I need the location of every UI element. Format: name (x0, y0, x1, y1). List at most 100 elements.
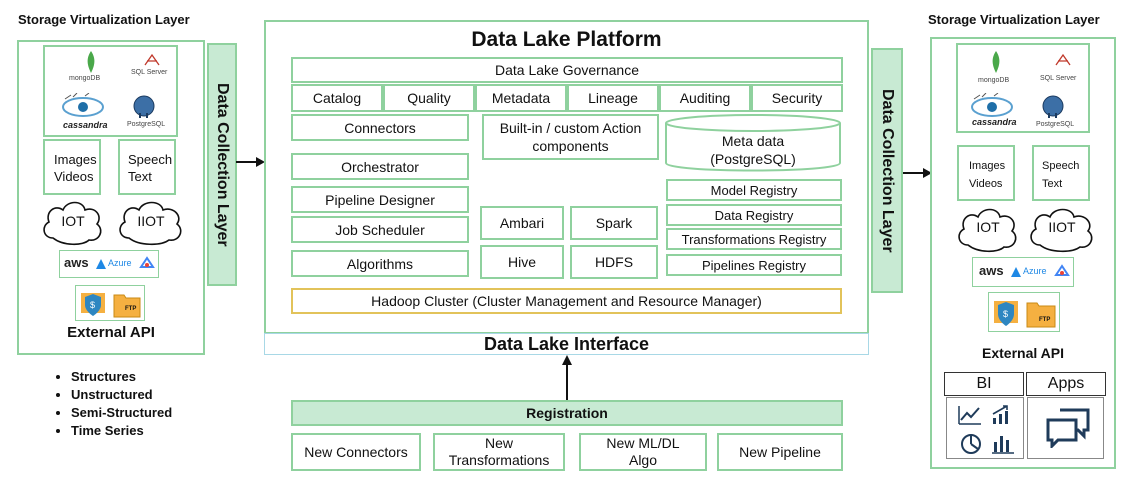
postgres-elephant-icon (1042, 95, 1064, 118)
left-storage-panel: mongoDB SQL Server cassandra PostgreSQL … (17, 40, 205, 355)
bi-icons-box (946, 397, 1024, 459)
mongodb-label: mongoDB (978, 77, 1010, 84)
right-storage-title: Storage Virtualization Layer (928, 12, 1100, 27)
mongodb-label: mongoDB (69, 75, 101, 82)
apps-icons-box (1027, 397, 1104, 459)
left-iot-label: IOT (61, 213, 85, 229)
data-types-list: Structures Unstructured Semi-Structured … (55, 368, 172, 440)
governance-items: Catalog Quality Metadata Lineage Auditin… (291, 84, 843, 112)
hadoop-cluster-box: Hadoop Cluster (Cluster Management and R… (291, 288, 842, 314)
new-ml-dl-algo-box: New ML/DL Algo (579, 433, 707, 471)
right-speech-text-box: Speech Text (1032, 145, 1090, 201)
azure-icon (1011, 267, 1021, 277)
left-ftp-box: $ FTP (75, 285, 145, 321)
right-iiot-label: IIOT (1048, 219, 1076, 235)
orchestrator-box: Orchestrator (291, 153, 469, 180)
right-iiot-cloud-icon (1030, 208, 1093, 253)
ambari-box: Ambari (480, 206, 564, 240)
pipeline-designer-box: Pipeline Designer (291, 186, 469, 213)
gov-metadata: Metadata (475, 84, 567, 112)
right-ftp-box: $ FTP (988, 292, 1060, 332)
hive-box: Hive (480, 245, 564, 279)
sqlserver-icon (1055, 53, 1071, 66)
trend-up-icon (992, 405, 1008, 424)
data-type-item: Unstructured (71, 386, 172, 404)
azure-icon (96, 259, 106, 269)
gcp-icon (1054, 264, 1070, 276)
aws-logo: aws (64, 255, 89, 270)
data-lake-interface: Data Lake Interface (264, 333, 869, 355)
sqlserver-label: SQL Server (1040, 75, 1077, 82)
ftp-shield-icon: $ (994, 301, 1018, 326)
right-storage-panel: mongoDB SQL Server cassandra PostgreSQL … (930, 37, 1116, 469)
model-registry-box: Model Registry (666, 179, 842, 201)
metadata-database-icon (665, 114, 841, 172)
sqlserver-label: SQL Server (131, 69, 168, 76)
data-type-item: Structures (71, 368, 172, 386)
postgres-elephant-icon (133, 95, 155, 118)
left-db-logos: mongoDB SQL Server cassandra PostgreSQL (43, 45, 178, 137)
sqlserver-icon (144, 53, 160, 66)
hdfs-box: HDFS (570, 245, 658, 279)
cassandra-eye-icon (62, 93, 104, 117)
gcp-icon (139, 256, 155, 268)
right-images-videos-box: Images Videos (957, 145, 1015, 201)
azure-logo: Azure (108, 258, 132, 268)
platform-title: Data Lake Platform (471, 28, 662, 51)
right-external-api: External API (982, 345, 1064, 361)
cassandra-label: cassandra (972, 117, 1017, 127)
right-iot-label: IOT (976, 219, 1000, 235)
aws-logo: aws (979, 263, 1004, 278)
registration-bar: Registration (291, 400, 843, 426)
left-cloud-providers: aws Azure (59, 250, 159, 278)
cassandra-label: cassandra (63, 120, 108, 130)
line-chart-icon (958, 406, 981, 425)
gov-lineage: Lineage (567, 84, 659, 112)
bi-label-box: BI (944, 372, 1024, 396)
governance-bar: Data Lake Governance (291, 57, 843, 83)
mongodb-icon (87, 51, 95, 73)
left-iot-cloud-icon (43, 201, 102, 246)
left-collection-layer: Data Collection Layer (207, 43, 237, 286)
left-collection-label: Data Collection Layer (214, 82, 231, 247)
right-collection-label: Data Collection Layer (879, 88, 896, 253)
gov-auditing: Auditing (659, 84, 751, 112)
ftp-shield-icon: $ (81, 293, 105, 316)
pipelines-registry-box: Pipelines Registry (666, 254, 842, 276)
ftp-folder-icon (113, 294, 141, 318)
data-type-item: Semi-Structured (71, 404, 172, 422)
chat-bubbles-icon (1046, 408, 1090, 448)
new-connectors-box: New Connectors (291, 433, 421, 471)
left-storage-title: Storage Virtualization Layer (18, 12, 190, 27)
gov-quality: Quality (383, 84, 475, 112)
gov-catalog: Catalog (291, 84, 383, 112)
right-cloud-providers: aws Azure (972, 257, 1074, 287)
algorithms-box: Algorithms (291, 250, 469, 277)
data-registry-box: Data Registry (666, 204, 842, 226)
right-iot-cloud-icon (958, 208, 1017, 253)
connectors-box: Connectors (291, 114, 469, 141)
left-images-videos-box: Images Videos (43, 139, 101, 195)
svg-text:$: $ (1003, 309, 1008, 319)
apps-label-box: Apps (1026, 372, 1106, 396)
action-components-box: Built-in / custom Action components (482, 114, 659, 160)
left-external-api: External API (67, 323, 155, 341)
transformations-registry-box: Transformations Registry (666, 228, 842, 250)
spark-box: Spark (570, 206, 658, 240)
cassandra-eye-icon (971, 93, 1013, 117)
right-db-logos: mongoDB SQL Server cassandra PostgreSQL (956, 43, 1090, 133)
metadata-db-label: Meta data (PostgreSQL) (710, 133, 796, 167)
arrow-right-icon (903, 168, 932, 178)
right-collection-layer: Data Collection Layer (871, 48, 903, 293)
gov-security: Security (751, 84, 843, 112)
arrow-up-icon (562, 355, 572, 401)
new-pipeline-box: New Pipeline (717, 433, 843, 471)
new-transformations-box: New Transformations (433, 433, 565, 471)
ftp-label: FTP (1039, 317, 1051, 323)
postgres-label: PostgreSQL (1036, 121, 1075, 128)
postgres-label: PostgreSQL (127, 121, 166, 128)
left-speech-text-box: Speech Text (118, 139, 176, 195)
azure-logo: Azure (1023, 266, 1047, 276)
ftp-label: FTP (125, 306, 137, 312)
left-iiot-cloud-icon (119, 201, 182, 246)
